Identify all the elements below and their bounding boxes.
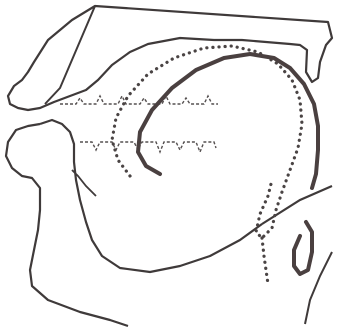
- jaw-line: [262, 186, 332, 224]
- lip-outline: [6, 124, 128, 326]
- upper-lip-inner: [40, 120, 262, 272]
- face-outline-upper: [8, 6, 332, 110]
- upper-teeth: [60, 96, 218, 104]
- epiglottis-hook: [294, 222, 312, 274]
- lower-teeth: [80, 142, 216, 152]
- dotted-pharynx-extension: [262, 238, 268, 284]
